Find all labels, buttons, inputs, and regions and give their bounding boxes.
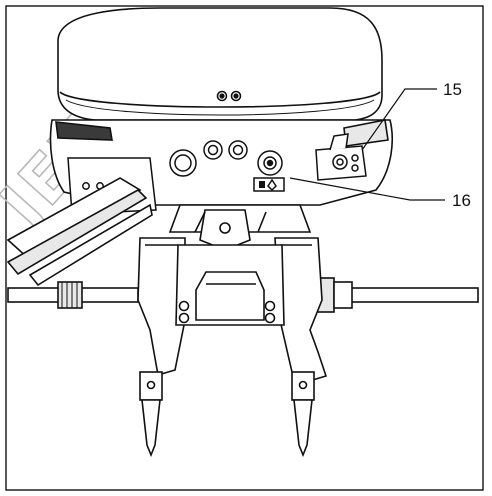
clamp-bolt-tl bbox=[178, 300, 190, 312]
swivel-bracket bbox=[168, 204, 312, 247]
clamp-bolt-br bbox=[264, 312, 276, 324]
callout-16-group: 16 bbox=[289, 177, 471, 210]
clamp-bolt-bl bbox=[178, 312, 190, 324]
engine-cowling bbox=[57, 7, 383, 121]
clamp-bolt-tr bbox=[264, 300, 276, 312]
center-fittings bbox=[169, 140, 285, 192]
tiller-handle bbox=[6, 177, 153, 287]
right-clamp-bracket bbox=[274, 237, 328, 458]
callout-16-label: 16 bbox=[452, 191, 471, 210]
callout-15-label: 15 bbox=[443, 80, 462, 99]
callout-15-group: 15 bbox=[361, 80, 462, 151]
left-clamp-bracket bbox=[137, 237, 186, 458]
center-clamp-plate bbox=[175, 244, 285, 326]
callout-16-leader bbox=[289, 177, 445, 201]
right-side-connector-panel bbox=[315, 133, 367, 181]
figure-frame bbox=[5, 5, 484, 491]
left-indicator-hole-1 bbox=[82, 182, 90, 190]
callout-15-leader bbox=[361, 88, 437, 151]
